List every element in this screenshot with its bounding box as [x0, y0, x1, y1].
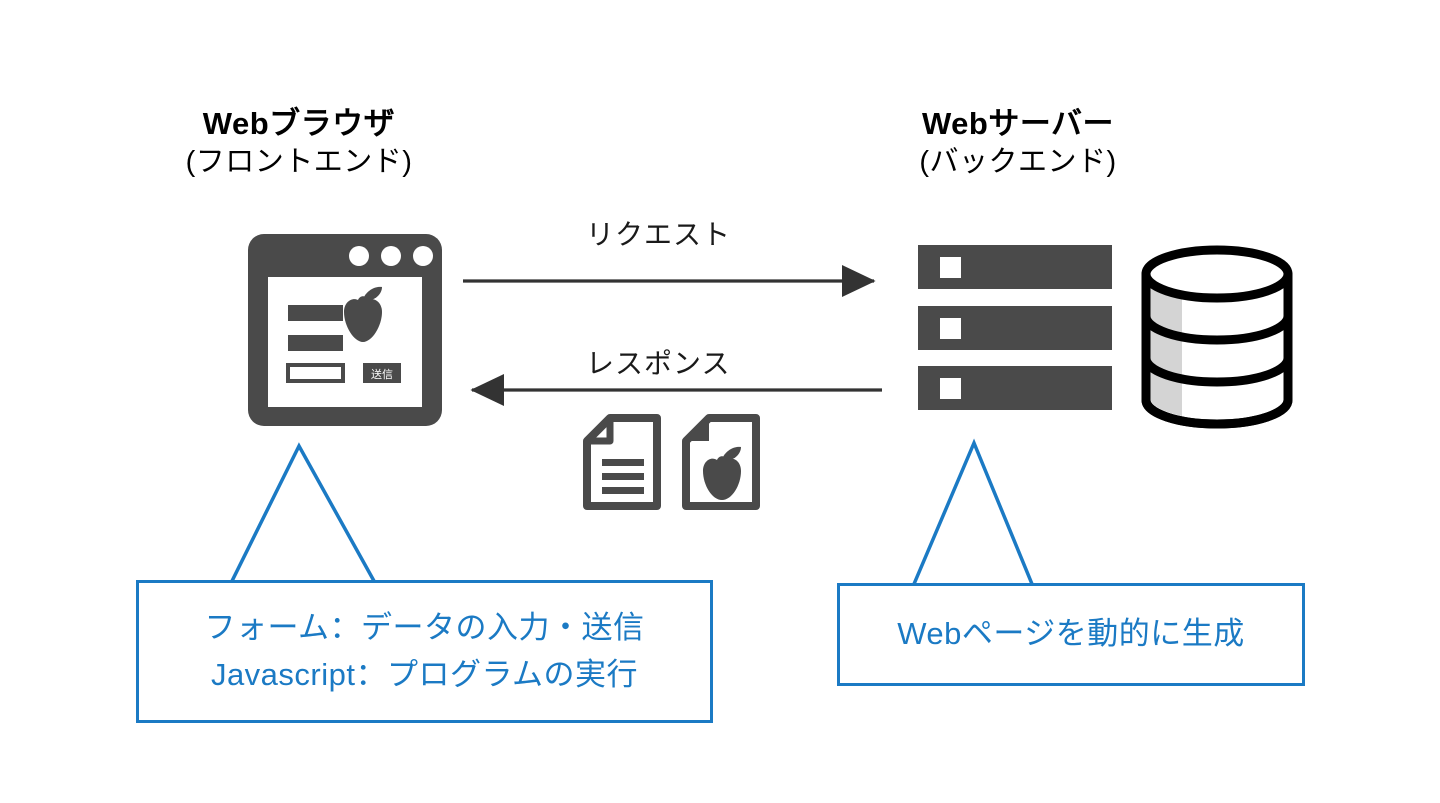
browser-dot-2 — [381, 246, 401, 266]
server-rack-unit-3 — [918, 366, 1112, 410]
server-rack-unit-2 — [918, 306, 1112, 350]
document-line-2 — [602, 473, 644, 480]
server-led-3 — [940, 378, 961, 399]
server-heading: Webサーバー (バックエンド) — [862, 104, 1174, 181]
client-callout-line-2: Javascript：プログラムの実行 — [210, 656, 639, 692]
database-band-2 — [1141, 357, 1293, 387]
browser-apple-icon — [344, 286, 382, 342]
document-line-3 — [602, 487, 644, 494]
database-band-1 — [1141, 315, 1293, 345]
browser-submit-button — [363, 363, 401, 383]
server-rack-unit-1 — [918, 245, 1112, 289]
client-heading-title: Webブラウザ — [202, 106, 396, 141]
browser-dot-3 — [413, 246, 433, 266]
server-callout-line-1: Webページを動的に生成 — [897, 616, 1245, 652]
document-apple-icon — [703, 446, 741, 500]
server-heading-subtitle: (バックエンド) — [919, 145, 1117, 178]
text-document-icon — [583, 414, 661, 510]
browser-submit-button-label: 送信 — [371, 367, 393, 381]
client-callout-pointer — [229, 442, 377, 584]
server-led-2 — [940, 318, 961, 339]
browser-dot-1 — [349, 246, 369, 266]
database-top — [1141, 245, 1293, 303]
browser-window-icon: 送信 — [248, 234, 442, 426]
response-arrow-label: レスポンス — [586, 348, 731, 379]
client-heading-subtitle: (フロントエンド) — [185, 145, 413, 178]
image-document-icon — [682, 414, 760, 510]
server-rack-icon — [918, 245, 1112, 410]
client-callout-line-1: フォーム：データの入力・送信 — [204, 610, 645, 645]
database-cylinder-icon — [1141, 245, 1293, 429]
server-heading-title: Webサーバー — [921, 106, 1115, 141]
client-heading: Webブラウザ (フロントエンド) — [143, 104, 455, 181]
document-line-1 — [602, 459, 644, 466]
browser-text-input — [286, 363, 345, 383]
browser-content-bar-1 — [288, 305, 343, 321]
server-led-1 — [940, 257, 961, 278]
server-callout-pointer — [911, 438, 1035, 587]
client-callout-box: フォーム：データの入力・送信 Javascript：プログラムの実行 — [136, 580, 713, 723]
browser-content-bar-2 — [288, 335, 343, 351]
server-callout-box: Webページを動的に生成 — [837, 583, 1305, 686]
request-arrow-label: リクエスト — [586, 219, 732, 250]
